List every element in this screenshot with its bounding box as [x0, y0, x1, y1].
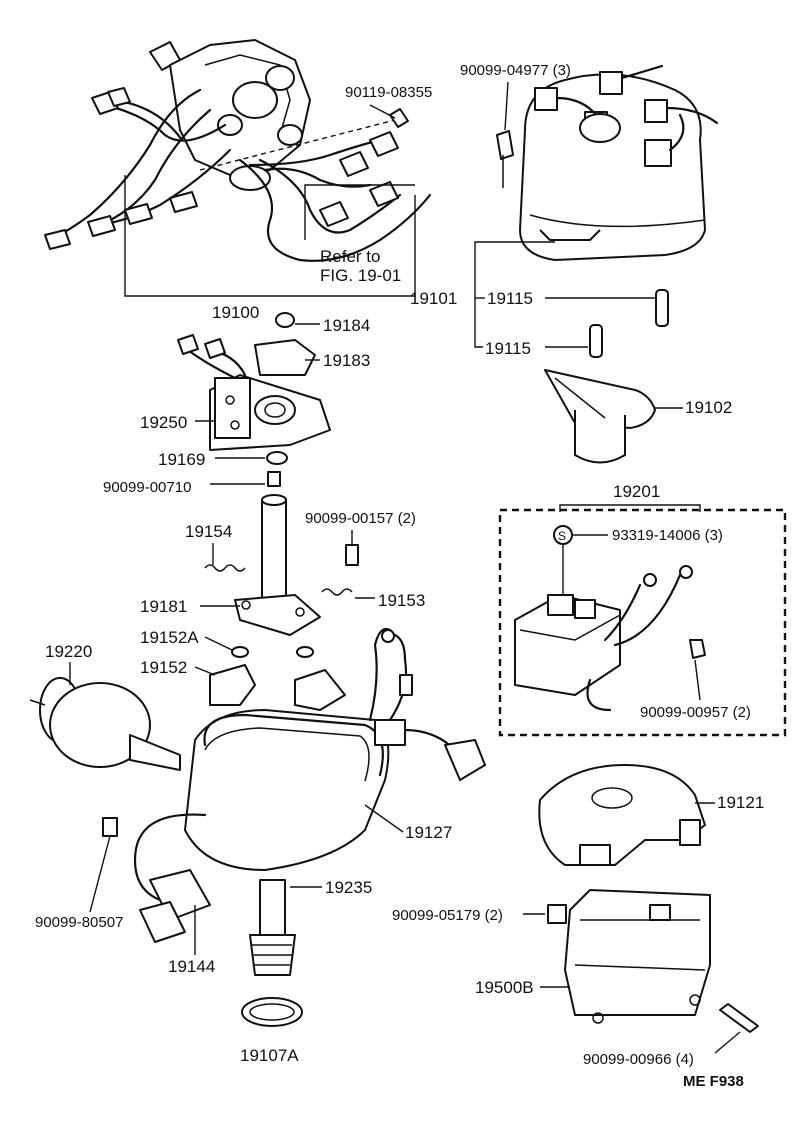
label-19183: 19183	[323, 351, 370, 370]
vacuum-advance-19220	[29, 677, 181, 771]
label-19115-upper: 19115	[487, 289, 533, 308]
label-19101: 19101	[410, 289, 457, 308]
label-19144: 19144	[168, 957, 215, 976]
nut-90099-05179	[547, 904, 567, 924]
label-19127: 19127	[405, 823, 452, 842]
refer-fig-label: FIG. 19-01	[320, 266, 401, 285]
label-19154: 19154	[185, 522, 232, 541]
governor-shaft-19181	[234, 494, 321, 636]
carbon-brush-upper	[655, 289, 669, 327]
carbon-brush-lower	[589, 324, 603, 358]
label-19250: 19250	[140, 413, 187, 432]
label-90099-00957: 90099-00957 (2)	[640, 704, 751, 721]
label-19107A: 19107A	[240, 1046, 299, 1065]
signal-generator-19250	[177, 334, 331, 451]
label-19152A: 19152A	[140, 628, 199, 647]
refer-to-label: Refer to	[320, 247, 380, 266]
label-90099-00710: 90099-00710	[103, 479, 191, 496]
weight-19152-right	[294, 669, 346, 711]
label-19500B: 19500B	[475, 978, 534, 997]
label-19115-lower: 19115	[485, 339, 531, 358]
washer-19169	[266, 451, 288, 465]
screw-90099-00710	[267, 471, 281, 487]
label-19153: 19153	[378, 591, 425, 610]
label-19181: 19181	[140, 597, 187, 616]
label-19235: 19235	[325, 878, 372, 897]
pickup-19183	[254, 339, 316, 376]
screw-90099-00157	[345, 544, 359, 566]
weight-19152-left	[209, 664, 256, 706]
o-ring-19107A	[241, 997, 303, 1027]
clip-19184	[275, 312, 295, 328]
label-19169: 19169	[158, 450, 205, 469]
bolt-90099-80507	[102, 817, 118, 837]
s-mark	[553, 525, 573, 545]
cover-19121	[538, 764, 706, 866]
label-90099-05179: 90099-05179 (2)	[392, 907, 503, 924]
label-90099-00966: 90099-00966 (4)	[583, 1051, 694, 1068]
label-19121: 19121	[717, 793, 764, 812]
label-19220: 19220	[45, 642, 92, 661]
label-19152: 19152	[140, 658, 187, 677]
label-90099-80507: 90099-80507	[35, 914, 123, 931]
spring-19154	[204, 564, 246, 572]
label-19184: 19184	[323, 316, 370, 335]
screw-90099-00966	[719, 1003, 759, 1033]
figure-code: ME F938	[683, 1073, 744, 1090]
distributor-assembly-19100	[44, 39, 432, 297]
s-mark-letter: S	[558, 529, 566, 543]
housing-19500B	[564, 889, 711, 1024]
label-93319-14006: 93319-14006 (3)	[612, 527, 723, 544]
spring-19153	[321, 588, 353, 596]
label-90119-08355: 90119-08355	[345, 84, 432, 101]
label-90099-04977: 90099-04977 (3)	[460, 62, 571, 79]
label-90099-00157: 90099-00157 (2)	[305, 510, 416, 527]
clip-19152A	[231, 646, 249, 658]
igniter-group-box	[498, 508, 787, 737]
igniter-module	[514, 565, 706, 712]
label-19201: 19201	[613, 482, 660, 501]
label-19102: 19102	[685, 398, 732, 417]
distributor-cap-19101	[496, 64, 719, 261]
rotor-19102	[544, 369, 656, 464]
distributor-housing	[184, 627, 487, 976]
clip-19152A-right	[296, 646, 314, 658]
label-19100: 19100	[212, 303, 259, 322]
